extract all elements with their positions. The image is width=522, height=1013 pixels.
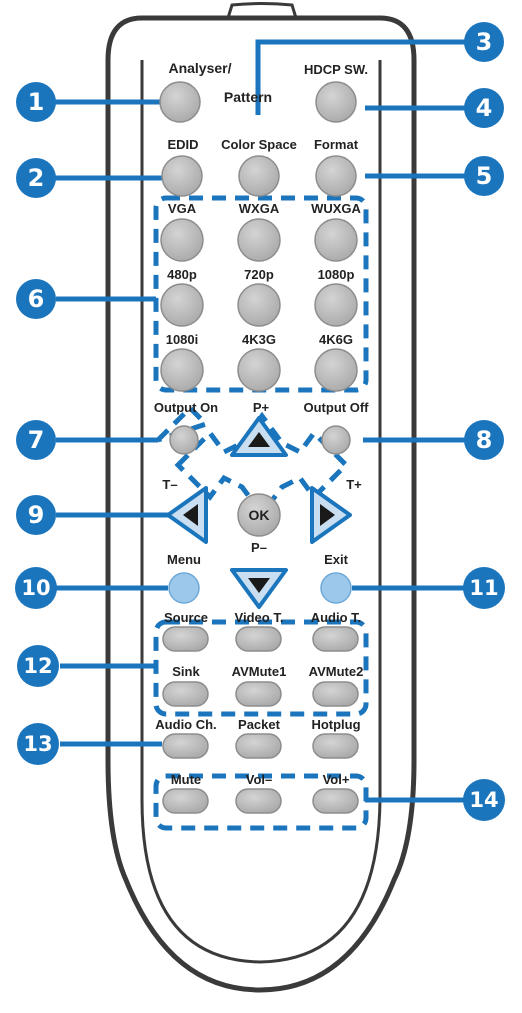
vga-label: VGA bbox=[168, 201, 197, 216]
4k3g-button[interactable] bbox=[237, 348, 281, 392]
up-arrow-icon bbox=[248, 432, 270, 447]
source-label: Source bbox=[164, 610, 208, 625]
menu-button[interactable] bbox=[168, 572, 200, 604]
left-arrow-icon bbox=[183, 504, 198, 526]
callout-markers bbox=[15, 22, 505, 821]
avmute1-label: AVMute1 bbox=[232, 664, 287, 679]
callout-13: 13 bbox=[23, 732, 52, 756]
480p-label: 480p bbox=[167, 267, 197, 282]
hdcp-sw-button[interactable] bbox=[315, 81, 357, 123]
output-off-button[interactable] bbox=[321, 425, 351, 455]
4k6g-label: 4K6G bbox=[319, 332, 353, 347]
sink-button[interactable] bbox=[162, 681, 209, 707]
wuxga-button[interactable] bbox=[314, 218, 358, 262]
callout-6: 6 bbox=[28, 285, 45, 313]
callout-7: 7 bbox=[28, 426, 45, 454]
4k3g-label: 4K3G bbox=[242, 332, 276, 347]
callout-14: 14 bbox=[469, 788, 498, 812]
packet-button[interactable] bbox=[235, 733, 282, 759]
callout-10: 10 bbox=[21, 576, 50, 600]
output-on-label: Output On bbox=[154, 400, 218, 415]
callout-8: 8 bbox=[476, 426, 493, 454]
down-arrow-icon bbox=[248, 578, 270, 593]
color-space-label: Color Space bbox=[221, 137, 297, 152]
callout-9: 9 bbox=[28, 501, 45, 529]
analyser-label: Analyser/ bbox=[168, 60, 231, 76]
p-plus-label: P+ bbox=[253, 400, 270, 415]
vol-plus-button[interactable] bbox=[312, 788, 359, 814]
packet-label: Packet bbox=[238, 717, 281, 732]
t-minus-label: T– bbox=[162, 477, 177, 492]
hotplug-label: Hotplug bbox=[311, 717, 360, 732]
vga-button[interactable] bbox=[160, 218, 204, 262]
p-minus-label: P– bbox=[251, 540, 267, 555]
color-space-button[interactable] bbox=[238, 155, 280, 197]
right-arrow-icon bbox=[320, 504, 335, 526]
720p-label: 720p bbox=[244, 267, 274, 282]
vol-plus-label: Vol+ bbox=[323, 772, 350, 787]
ok-label: OK bbox=[249, 507, 270, 523]
format-label: Format bbox=[314, 137, 359, 152]
wxga-label: WXGA bbox=[239, 201, 280, 216]
callout-lines bbox=[52, 39, 472, 803]
4k6g-button[interactable] bbox=[314, 348, 358, 392]
callout-3: 3 bbox=[476, 28, 493, 56]
exit-label: Exit bbox=[324, 552, 349, 567]
edid-label: EDID bbox=[167, 137, 198, 152]
audio-ch-button[interactable] bbox=[162, 733, 209, 759]
source-button[interactable] bbox=[162, 626, 209, 652]
1080i-button[interactable] bbox=[160, 348, 204, 392]
dpad bbox=[166, 416, 352, 609]
edid-button[interactable] bbox=[161, 155, 203, 197]
audio-ch-label: Audio Ch. bbox=[155, 717, 216, 732]
callout-1: 1 bbox=[28, 88, 45, 116]
avmute2-button[interactable] bbox=[312, 681, 359, 707]
avmute1-button[interactable] bbox=[235, 681, 282, 707]
callout-12: 12 bbox=[23, 654, 52, 678]
exit-button[interactable] bbox=[320, 572, 352, 604]
callout-2: 2 bbox=[28, 164, 45, 192]
t-plus-label: T+ bbox=[346, 477, 362, 492]
wuxga-label: WUXGA bbox=[311, 201, 361, 216]
1080p-button[interactable] bbox=[314, 283, 358, 327]
video-t-label: Video T. bbox=[235, 610, 284, 625]
callout-4: 4 bbox=[476, 94, 493, 122]
1080i-label: 1080i bbox=[166, 332, 199, 347]
pattern-label: Pattern bbox=[224, 89, 272, 105]
ok-button[interactable] bbox=[237, 493, 281, 537]
audio-t-button[interactable] bbox=[312, 626, 359, 652]
output-on-button[interactable] bbox=[169, 425, 199, 455]
callout-11: 11 bbox=[469, 576, 498, 600]
ir-window bbox=[226, 2, 298, 19]
remote-inner-line bbox=[140, 60, 382, 964]
output-off-label: Output Off bbox=[304, 400, 370, 415]
wxga-button[interactable] bbox=[237, 218, 281, 262]
analyser-pattern-button[interactable] bbox=[159, 81, 201, 123]
mute-button[interactable] bbox=[162, 788, 209, 814]
mute-label: Mute bbox=[171, 772, 201, 787]
format-button[interactable] bbox=[315, 155, 357, 197]
1080p-label: 1080p bbox=[318, 267, 355, 282]
vol-minus-button[interactable] bbox=[235, 788, 282, 814]
avmute2-label: AVMute2 bbox=[309, 664, 364, 679]
hotplug-button[interactable] bbox=[312, 733, 359, 759]
hdcp-sw-label: HDCP SW. bbox=[304, 62, 368, 77]
480p-button[interactable] bbox=[160, 283, 204, 327]
audio-t-label: Audio T. bbox=[311, 610, 362, 625]
vol-minus-label: Vol– bbox=[246, 772, 273, 787]
video-t-button[interactable] bbox=[235, 626, 282, 652]
menu-label: Menu bbox=[167, 552, 201, 567]
720p-button[interactable] bbox=[237, 283, 281, 327]
sink-label: Sink bbox=[172, 664, 200, 679]
callout-5: 5 bbox=[476, 162, 493, 190]
